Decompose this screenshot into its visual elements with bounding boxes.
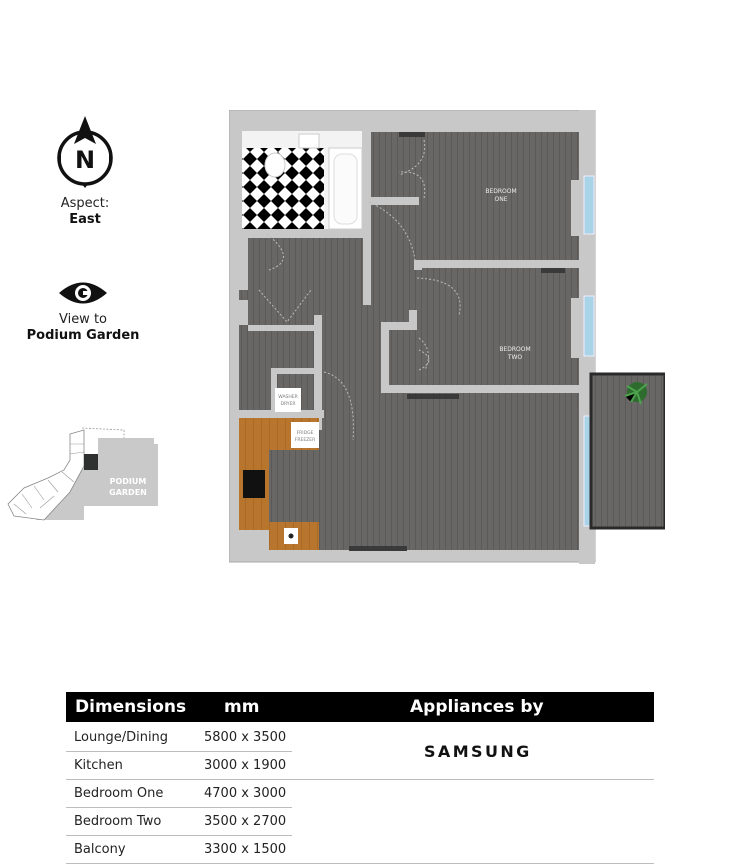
svg-text:FREEZER: FREEZER — [295, 437, 315, 443]
row-divider — [66, 807, 292, 808]
row-room-size: 3000 x 1900 — [204, 758, 287, 773]
row-room-size: 5800 x 3500 — [204, 730, 287, 745]
row-room-name: Bedroom Two — [74, 814, 162, 829]
radiator — [399, 132, 425, 137]
view-value: Podium Garden — [26, 328, 140, 343]
svg-text:WASHER: WASHER — [278, 394, 298, 400]
plant-icon — [624, 382, 648, 405]
key-plan: PODIUM GARDEN — [7, 427, 158, 521]
svg-text:DRYER: DRYER — [280, 401, 295, 407]
svg-text:ONE: ONE — [494, 196, 507, 203]
units-header: mm — [224, 697, 260, 717]
balcony — [589, 372, 665, 530]
keyplan-label-line2: GARDEN — [109, 488, 147, 497]
washer-dryer — [275, 388, 301, 412]
radiator — [407, 394, 459, 399]
row-room-size: 4700 x 3000 — [204, 786, 287, 801]
window-bedroom-two — [583, 295, 595, 357]
kitchen-counter — [239, 418, 319, 550]
floor-plan: WASHER DRYER FRIDGE FREEZER BEDROOM ONE … — [229, 110, 665, 564]
row-room-size: 3500 x 2700 — [204, 814, 287, 829]
hob — [243, 470, 265, 498]
row-room-name: Lounge/Dining — [74, 730, 169, 745]
view-label: View to — [58, 312, 108, 327]
row-room-size: 3300 x 1500 — [204, 842, 287, 857]
brand-logo: SAMSUNG — [424, 742, 532, 761]
row-divider — [66, 863, 654, 864]
radiator — [541, 268, 565, 273]
svg-text:TWO: TWO — [507, 354, 523, 361]
row-divider — [66, 751, 292, 752]
aspect-value: East — [69, 212, 101, 227]
apartment-location-marker — [84, 454, 98, 470]
appliances-header: Appliances by — [410, 697, 544, 717]
toilet — [264, 152, 286, 178]
svg-text:FRIDGE: FRIDGE — [297, 430, 314, 436]
window-bedroom-one — [583, 175, 595, 235]
fridge-freezer — [291, 422, 319, 448]
row-divider — [66, 835, 292, 836]
table-header-bar — [66, 692, 654, 722]
room-label-bedroom-one: BEDROOM — [485, 188, 516, 195]
basin — [298, 133, 320, 149]
room-label-bedroom-two: BEDROOM — [499, 346, 530, 353]
row-room-name: Kitchen — [74, 758, 123, 773]
keyplan-label-line1: PODIUM — [110, 477, 147, 486]
floor-area — [239, 132, 579, 550]
row-room-name: Bedroom One — [74, 786, 164, 801]
compass-letter: N — [75, 146, 95, 174]
aspect-label: Aspect: — [60, 196, 110, 211]
row-room-name: Balcony — [74, 842, 126, 857]
north-compass-icon: N — [57, 116, 113, 188]
dimensions-header: Dimensions — [75, 697, 187, 717]
row-divider — [66, 779, 654, 780]
radiator — [349, 546, 407, 551]
eye-icon — [59, 282, 107, 304]
